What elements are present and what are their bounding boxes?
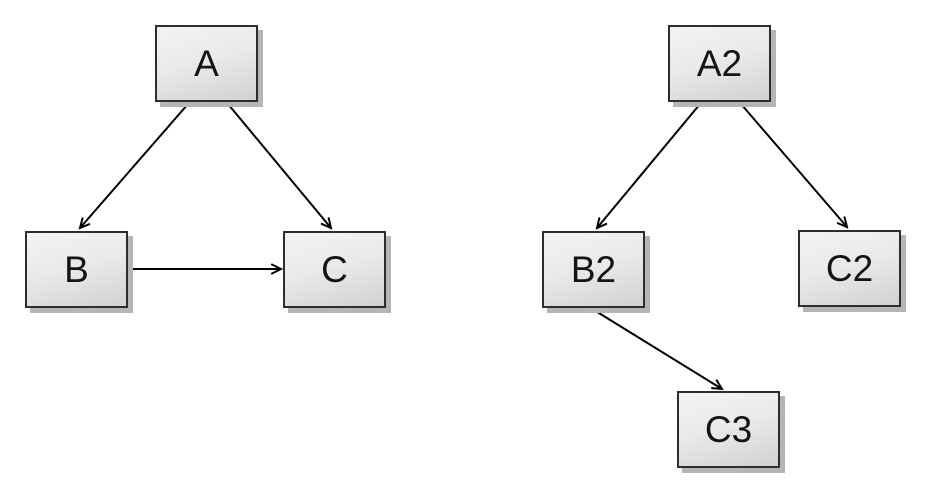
node-label: A2 [696,43,743,84]
node-label: C3 [704,409,753,450]
edge-A2-to-B2 [597,103,701,228]
node-label: A [194,43,219,84]
node-B2: B2 [542,231,645,308]
node-A: A [155,25,258,102]
edge-A-to-B [80,103,189,228]
edge-A-to-C [227,103,331,228]
node-label: C2 [825,248,874,289]
node-label: C [321,249,348,290]
node-C3: C3 [677,391,780,468]
node-label: B2 [570,249,617,290]
edge-A2-to-C2 [740,103,847,227]
node-label: B [64,249,89,290]
node-C: C [283,231,386,308]
node-A2: A2 [668,25,771,102]
edge-B2-to-C3 [593,309,722,389]
node-C2: C2 [798,230,901,307]
node-B: B [25,231,128,308]
